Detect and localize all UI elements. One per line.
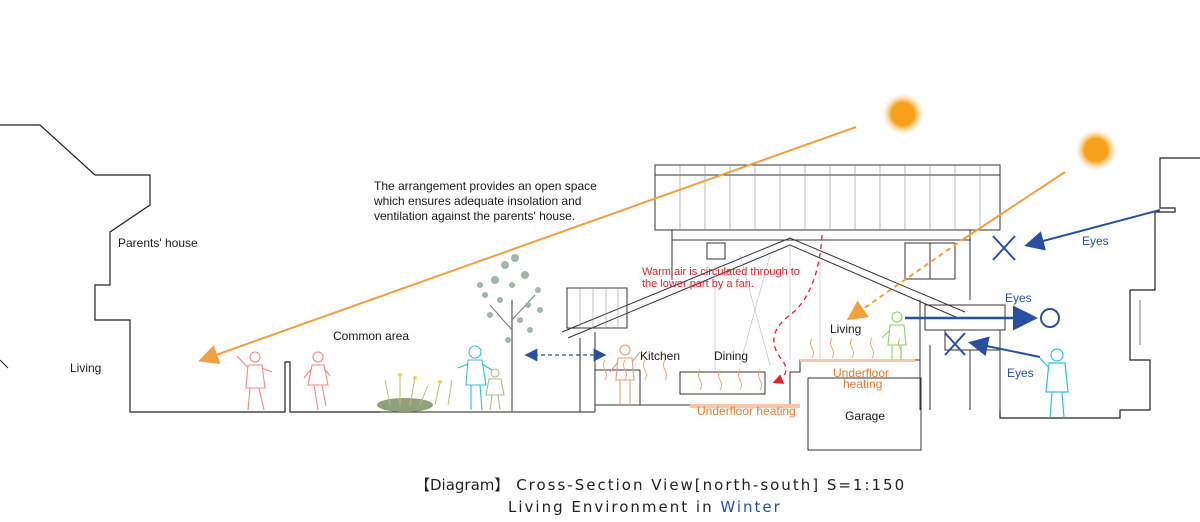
- label-eyes-2: Eyes: [1005, 291, 1032, 305]
- sun-ray-arrow: [198, 126, 857, 365]
- label-underfloor-heating: Underfloor heating: [697, 404, 796, 418]
- main-house-outline: [561, 164, 1006, 451]
- eyes-arrow-blocked-lower: [968, 336, 1041, 358]
- caption-prefix: Living Environment in: [508, 498, 720, 516]
- sun-icon: [1075, 129, 1117, 171]
- neighbor-house-right: [999, 157, 1200, 419]
- caption-line-2: Living Environment in Winter: [508, 498, 782, 516]
- label-garage: Garage: [845, 409, 885, 423]
- tree-icon: [477, 254, 543, 412]
- annotation-line-2: which ensures adequate insolation and: [373, 194, 581, 208]
- person-figure-common-area: [457, 345, 493, 411]
- person-figure-child: [485, 368, 505, 411]
- label-common-area: Common area: [333, 329, 409, 343]
- eyes-arrow-blocked-upper: [1024, 209, 1161, 251]
- left-edge-mark: [0, 359, 9, 369]
- parents-house-outline: [0, 124, 380, 413]
- heating-strip: [800, 359, 915, 362]
- sun-ray-dashed-arrow: [846, 237, 966, 321]
- label-underfloor-small-2: heating: [843, 377, 882, 391]
- person-figure-living: [881, 311, 907, 360]
- heating-strip: [690, 404, 800, 408]
- label-kitchen: Kitchen: [640, 349, 680, 363]
- annotation-line-1: The arrangement provides an open space: [374, 179, 597, 193]
- label-parents-house: Parents' house: [118, 236, 198, 250]
- caption-title: Cross-Section View[north-south] S=1:150: [516, 476, 906, 494]
- person-figure-outside: [1039, 348, 1069, 419]
- warm-air-flow-arrow: [772, 234, 823, 384]
- circle-ok-icon: [1040, 308, 1060, 328]
- sun-icon: [882, 93, 924, 135]
- cross-icon: [992, 235, 1016, 261]
- cross-icon: [944, 332, 966, 356]
- label-warm-air-1: Warm air is circulated through to: [642, 266, 800, 278]
- label-warm-air-2: the lower part by a fan.: [642, 278, 754, 290]
- label-eyes-3: Eyes: [1007, 366, 1034, 380]
- annotation-line-3: ventilation against the parents' house.: [374, 209, 575, 223]
- caption-bracket: 【Diagram】: [415, 476, 509, 494]
- label-eyes-1: Eyes: [1082, 234, 1109, 248]
- person-figure-left-2: [303, 351, 331, 411]
- label-living-left: Living: [70, 361, 101, 375]
- caption-season: Winter: [720, 498, 781, 516]
- person-figure-left-1: [236, 351, 273, 411]
- person-figure-kitchen: [609, 344, 641, 405]
- label-underfloor-small-1: Underfloor: [833, 366, 889, 380]
- label-living-right: Living: [830, 322, 861, 336]
- underfloor-heating-waves-main: [603, 359, 762, 391]
- shrub-icon: [377, 373, 453, 412]
- sun-ray-line: [964, 171, 1066, 239]
- caption-line-1: 【Diagram】 Cross-Section View[north-south…: [415, 476, 906, 494]
- label-dining: Dining: [714, 349, 748, 363]
